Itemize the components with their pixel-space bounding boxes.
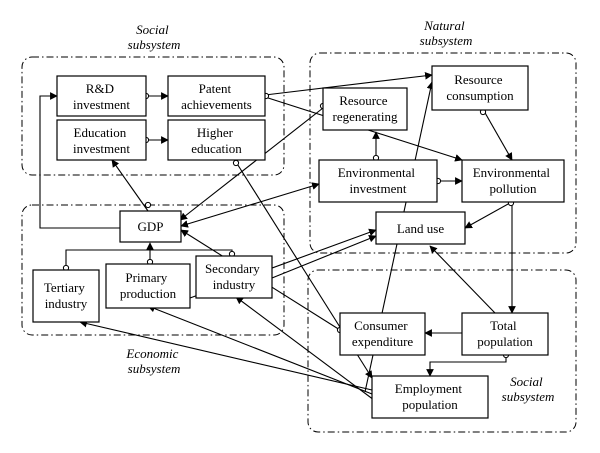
node-tertiary-industry: Tertiary industry xyxy=(32,269,100,323)
node-resource-consumption: Resource consumption xyxy=(431,65,529,111)
svg-text:Resource consumption: Resource consumption xyxy=(446,72,514,103)
svg-text:Secondary industry: Secondary industry xyxy=(205,261,263,292)
node-land-use: Land use xyxy=(375,211,466,245)
node-higher-education: Higher education xyxy=(167,119,266,161)
edge-employ-tertiary xyxy=(79,319,373,391)
svg-text:Environmental investment: Environmental investment xyxy=(338,165,419,196)
edge-patent-consumption xyxy=(264,72,433,96)
economic-subsystem-label: Economic subsystem xyxy=(125,346,181,376)
edge-totalpop-landuse xyxy=(429,245,496,314)
node-environmental-pollution: Environmental pollution xyxy=(461,159,565,203)
svg-text:Higher education: Higher education xyxy=(191,125,242,156)
edge-employ-primary xyxy=(147,304,373,395)
svg-text:GDP: GDP xyxy=(137,219,163,234)
edge-pollution-landuse xyxy=(464,202,511,229)
svg-text:R&D investment: R&D investment xyxy=(73,81,130,112)
edge-gdp-edu xyxy=(111,159,149,212)
svg-text:Tertiary industry: Tertiary industry xyxy=(44,280,88,311)
svg-text:Environmental pollution: Environmental pollution xyxy=(473,165,554,196)
edge-gdp-rd xyxy=(39,92,120,229)
svg-text:Consumer expenditure: Consumer expenditure xyxy=(352,318,414,349)
node-environmental-investment: Environmental investment xyxy=(318,159,438,203)
edge-gdp-envinv xyxy=(180,182,320,228)
svg-text:Employment population: Employment population xyxy=(395,381,465,412)
social-subsystem-top-label: Social subsystem xyxy=(128,22,181,52)
economic-subsystem-box xyxy=(21,204,285,336)
edge-consumption-pollution xyxy=(483,110,513,161)
svg-text:Land use: Land use xyxy=(397,221,445,236)
social-subsystem-top-box xyxy=(21,56,285,176)
node-rd-investment: R&D investment xyxy=(56,75,147,117)
natural-subsystem-box xyxy=(309,52,577,254)
node-resource-regenerating: Resource regenerating xyxy=(322,87,408,131)
node-primary-production: Primary production xyxy=(105,263,191,309)
social-subsystem-bottom-label: Social subsystem xyxy=(502,374,555,404)
edge-secondary-landuse xyxy=(271,235,377,279)
edge-totalpop-employ xyxy=(426,355,507,377)
node-gdp: GDP xyxy=(119,210,182,243)
svg-text:Education investment: Education investment xyxy=(73,125,130,156)
svg-text:Total population: Total population xyxy=(477,318,533,349)
node-employment-population: Employment population xyxy=(371,375,489,419)
edge-employ-secondary xyxy=(235,296,375,401)
svg-text:Patent achievements: Patent achievements xyxy=(181,81,252,112)
svg-text:Primary production: Primary production xyxy=(120,270,177,301)
natural-subsystem-label: Natural subsystem xyxy=(420,18,473,48)
svg-text:Resource regenerating: Resource regenerating xyxy=(333,93,398,124)
node-patent-achievements: Patent achievements xyxy=(167,75,266,117)
node-consumer-expenditure: Consumer expenditure xyxy=(339,312,426,356)
node-secondary-industry: Secondary industry xyxy=(195,255,273,299)
node-total-population: Total population xyxy=(461,312,549,356)
node-education-investment: Education investment xyxy=(56,119,147,161)
